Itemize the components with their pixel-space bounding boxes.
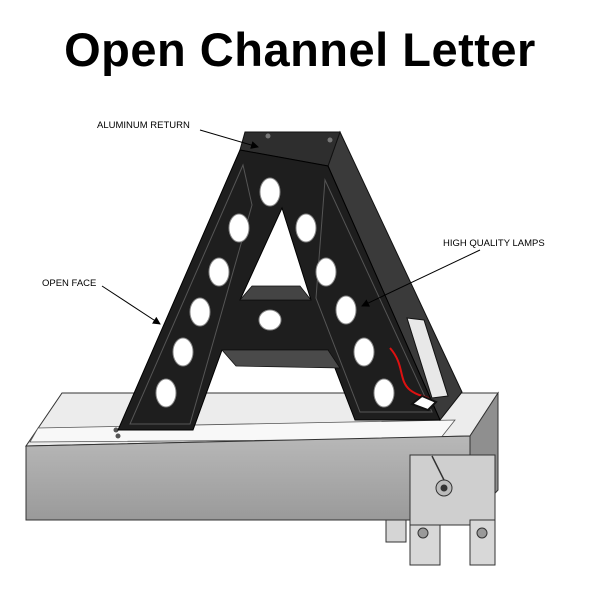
lamp: [208, 257, 230, 287]
lamp: [315, 257, 337, 287]
mounting-clip-right: [469, 519, 496, 566]
raceway: [25, 391, 499, 566]
high-quality-lamps-arrow: [361, 249, 481, 307]
high-quality-lamps-label: HIGH QUALITY LAMPS: [443, 238, 545, 249]
letter-inner-stroke-left: [129, 163, 253, 425]
inner-return-wall: [221, 349, 341, 369]
letter-inner-stroke-right: [315, 178, 433, 413]
raceway-bolt-center: [440, 484, 448, 492]
lamp: [155, 378, 177, 408]
lamp: [258, 309, 282, 331]
aluminum-return-label: ALUMINUM RETURN: [97, 120, 190, 131]
raceway-end-bracket: [409, 454, 496, 526]
return-window: [406, 317, 449, 399]
lamp: [228, 213, 250, 243]
lamp: [353, 337, 375, 367]
lamps: [155, 177, 395, 408]
return-rivet-1: [265, 133, 271, 139]
lamp: [373, 378, 395, 408]
clip-bolt-right: [476, 527, 488, 539]
lead-wire: [431, 455, 445, 481]
aluminum-return-arrow: [199, 129, 259, 149]
raceway-front-face: [25, 435, 471, 521]
lamp: [172, 337, 194, 367]
lamp: [189, 297, 211, 327]
screw-1: [113, 427, 119, 433]
open-face-arrow: [101, 285, 161, 325]
screw-2: [115, 433, 121, 439]
return-rivet-2: [327, 137, 333, 143]
counter-floor: [239, 285, 312, 301]
lamp: [295, 213, 317, 243]
lamp: [335, 295, 357, 325]
clip-bolt-left: [417, 527, 429, 539]
diagram-title: Open Channel Letter: [64, 23, 536, 76]
lamp: [259, 177, 281, 207]
channel-letter-a: [117, 130, 463, 431]
wire-grommet: [410, 394, 438, 412]
mounting-clip-left: [385, 519, 407, 543]
open-face-label: OPEN FACE: [42, 278, 96, 289]
